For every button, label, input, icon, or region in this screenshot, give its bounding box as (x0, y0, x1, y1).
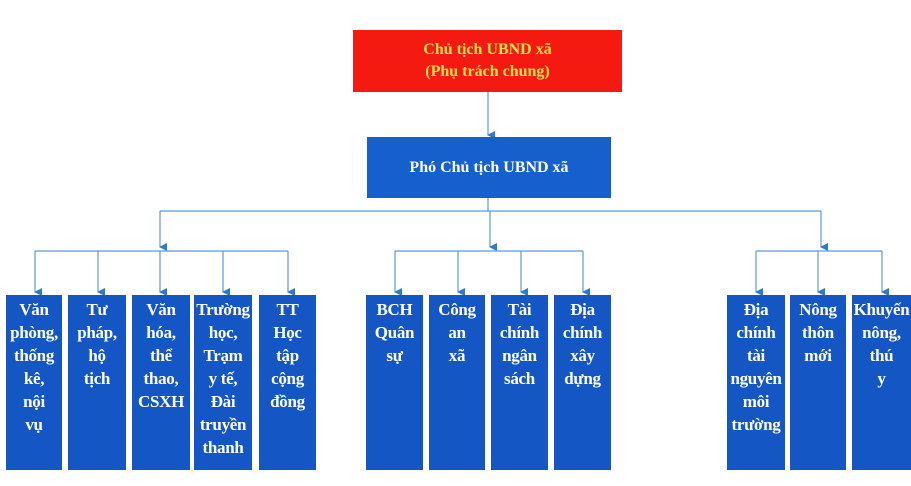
unit-box: Khuyến nông, thú y (852, 295, 911, 470)
unit-box: Tư pháp, hộ tịch (68, 295, 126, 470)
chairman-title: Chủ tịch UBND xã (423, 41, 552, 58)
unit-label: TT Học tập cộng đồng (270, 300, 305, 411)
unit-label: Tư pháp, hộ tịch (77, 300, 117, 388)
chairman-box: Chủ tịch UBND xã (Phụ trách chung) (353, 30, 622, 92)
unit-label: Tài chính ngân sách (499, 300, 540, 388)
unit-box: Nông thôn mới (790, 295, 846, 470)
unit-box: Tài chính ngân sách (491, 295, 548, 470)
unit-box: Văn hóa, thể thao, CSXH (132, 295, 190, 470)
unit-box: Công an xã (429, 295, 485, 470)
vice-chairman-box: Phó Chủ tịch UBND xã (367, 137, 611, 198)
unit-label: Văn hóa, thể thao, CSXH (137, 300, 185, 411)
unit-box: BCH Quân sự (366, 295, 423, 470)
unit-box: Văn phòng, thống kê, nội vụ (6, 295, 62, 470)
unit-label: Địa chính xây dựng (562, 300, 603, 388)
unit-label: Công an xã (438, 300, 476, 365)
unit-box: Địa chính xây dựng (554, 295, 611, 470)
unit-label: Khuyến nông, thú y (853, 300, 910, 388)
chairman-subtitle: (Phụ trách chung) (425, 63, 550, 80)
unit-box: Trường học, Trạm y tế, Đài truyền thanh (194, 295, 252, 470)
unit-label: Địa chính tài nguyên môi trường (730, 300, 782, 434)
unit-label: Trường học, Trạm y tế, Đài truyền thanh (196, 300, 250, 457)
unit-label: BCH Quân sự (374, 300, 415, 365)
unit-label: Văn phòng, thống kê, nội vụ (10, 300, 58, 434)
vice-chairman-title: Phó Chủ tịch UBND xã (409, 158, 569, 176)
unit-box: Địa chính tài nguyên môi trường (727, 295, 785, 470)
unit-label: Nông thôn mới (799, 300, 837, 365)
unit-box: TT Học tập cộng đồng (259, 295, 316, 470)
